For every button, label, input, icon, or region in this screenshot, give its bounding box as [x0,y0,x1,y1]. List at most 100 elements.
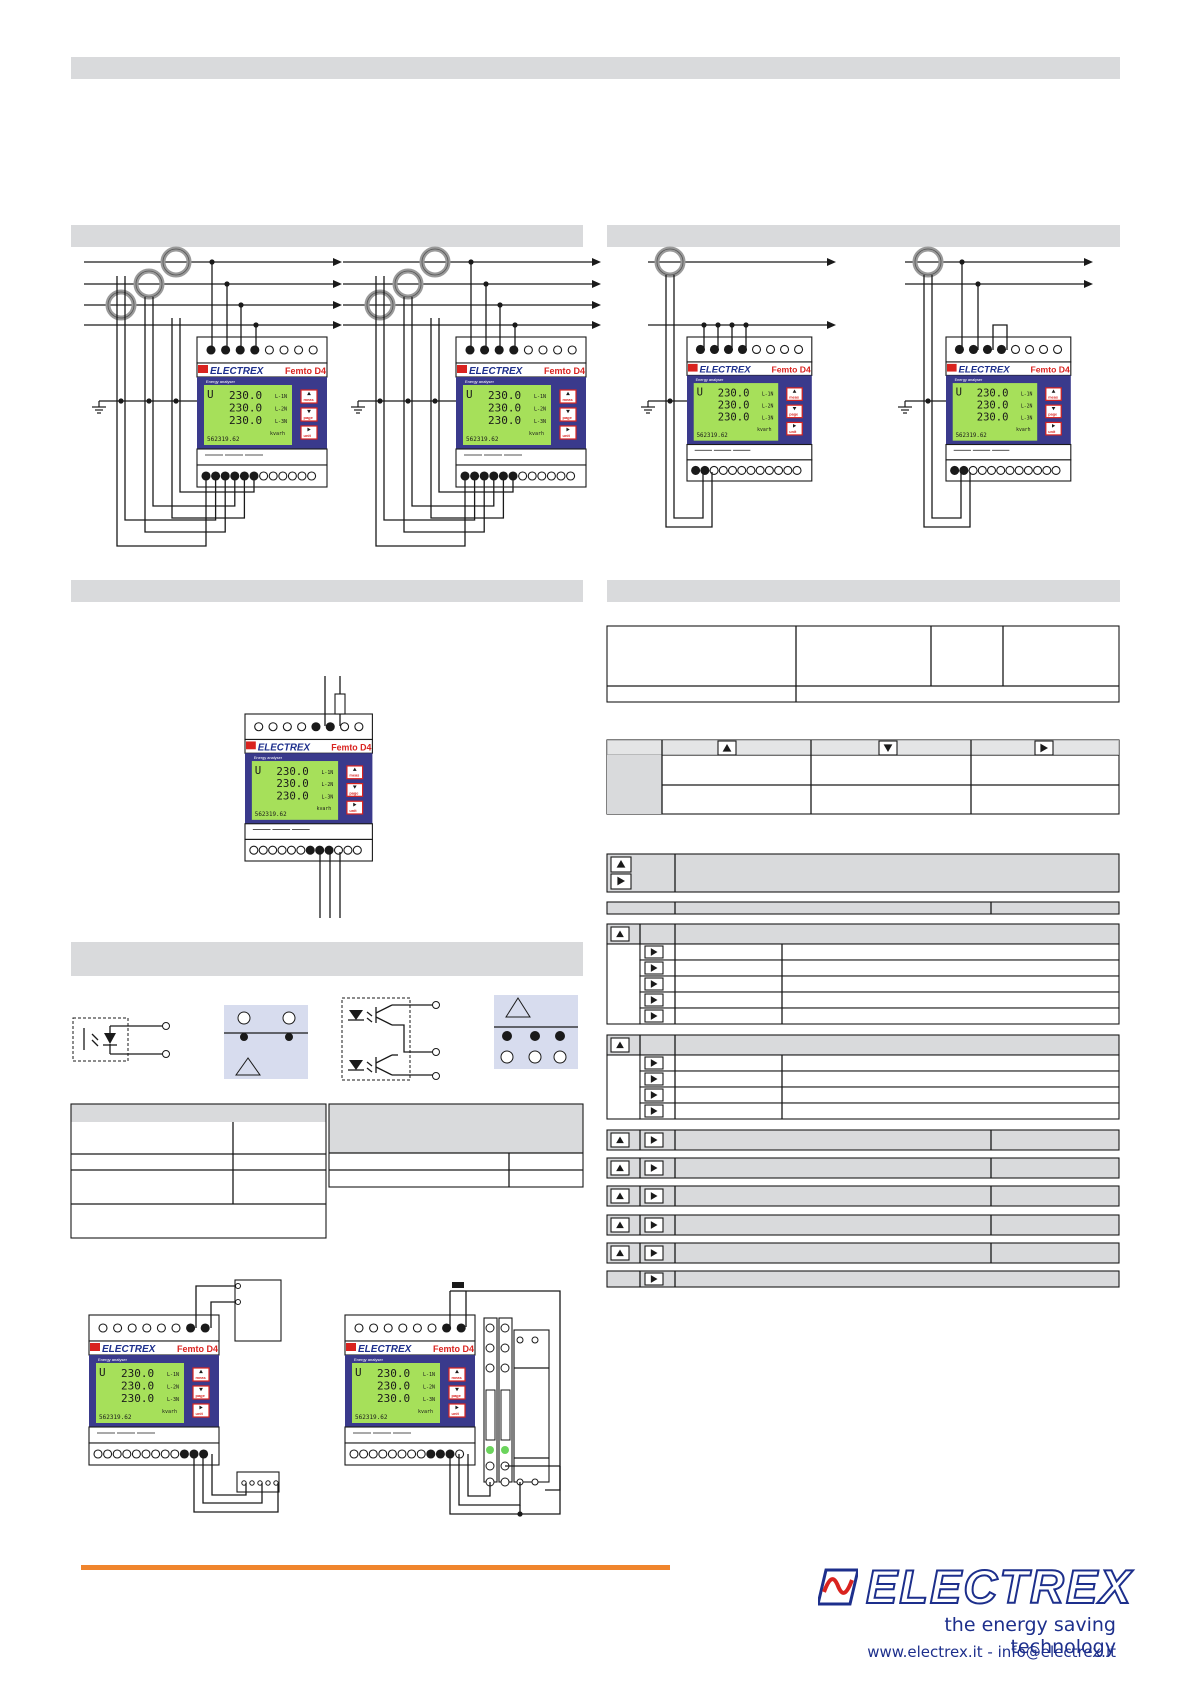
device-bottom-terminal [131,1449,141,1459]
bus-wire [193,1454,279,1513]
junction-dot [517,1511,523,1517]
device-top-terminal [480,345,490,355]
device-logo-icon [90,1343,100,1351]
relay-terminal [235,1283,241,1289]
up-arrow-icon [616,1136,624,1144]
device-brand-name: ELECTREX [210,366,265,377]
lcd-value: 230.0 [229,414,262,427]
lcd-value: 230.0 [121,1392,154,1405]
device-bottom-terminal [700,465,710,475]
lcd-value: 230.0 [488,389,521,402]
device-top-terminal [250,345,260,355]
menu-row-box [639,959,1120,977]
current-transformer-ring [914,248,942,276]
ct-wire [931,275,962,519]
menu-row-box [606,901,1120,915]
device-lower-body [455,448,587,466]
lcd-counter: 562319.62 [697,433,728,439]
device-top-terminal [254,722,264,732]
device-logo-icon [346,1343,356,1351]
electrex-logo-icon [818,1568,858,1606]
junction-dot [238,302,244,308]
device-bottom-terminal [141,1449,151,1459]
right-arrow-icon [650,964,658,972]
right-arrow-icon [650,1136,658,1144]
up-arrow-icon [616,930,624,938]
relay-terminal [235,1299,241,1305]
device-bottom-terminal [527,471,537,481]
arrow-icon [592,301,601,309]
lcd-phase-label: L-2N [321,782,333,788]
bus-wire [467,1454,491,1497]
lcd-phase-label: L-2N [167,1385,179,1391]
section-bar-output [71,580,583,602]
device-top-terminal [1010,344,1021,355]
device-bottom-terminal [792,465,802,475]
device-bottom-terminal [1042,465,1052,475]
lcd-symbol: U [99,1366,106,1379]
junction-dot [468,259,474,265]
menu-item-box [606,1129,1120,1151]
ground-icon [92,401,106,414]
down-arrow-icon [352,785,357,789]
arrow-icon [1084,280,1093,288]
device-bottom-terminal [755,465,765,475]
device-lower-body [88,1426,220,1444]
lcd-phase-label: L-3N [762,416,774,422]
device-top-terminal [294,345,304,355]
right-arrow-icon [199,1405,203,1410]
right-arrow-icon [307,427,311,432]
lcd-symbol: U [255,764,261,777]
device-bottom-terminal [170,1449,180,1459]
device-bottom-terminal [179,1449,189,1459]
device-bottom-terminal [368,1449,378,1459]
menu-row-box [639,1070,1120,1088]
module-terminal [485,1343,495,1353]
device-bottom-terminal [397,1449,407,1459]
lcd-phase-label: L-2N [275,407,287,413]
top-header-bar [71,57,1120,79]
menu-side-box [606,943,641,1025]
output-terminal [432,1072,440,1080]
module-window [500,1389,511,1441]
junction-dot [715,322,721,328]
lcd-value: 230.0 [229,389,262,402]
menu-row-box [639,1102,1120,1120]
transistor-wire [375,1004,393,1014]
spec-table-2-header [329,1104,583,1153]
arrow-icon [592,258,601,266]
device-bottom-terminal [977,465,987,475]
output-terminal [432,1001,440,1009]
device-bottom-terminal [297,471,307,481]
device-top-block [344,1314,476,1342]
device-key-label: unit [1048,430,1056,434]
device-key-label: unit [349,808,357,813]
ground-icon [641,401,655,414]
device-top-terminal [442,1323,452,1333]
terminal [553,1050,567,1064]
device-key-label: page [304,415,314,420]
device-bottom-terminal [546,471,556,481]
led-icon [349,1060,363,1070]
lcd-value: 230.0 [276,789,308,802]
lcd-counter: 562319.62 [255,812,287,818]
device-bottom-terminal [537,471,547,481]
menu-item-row [607,1215,1119,1235]
device-model-name: Femto D4 [433,1344,474,1354]
warning-triangle-icon [505,997,531,1018]
menu-item-box [606,1157,1120,1179]
lcd-phase-label: L-1N [167,1372,179,1378]
input-terminal [162,1022,170,1030]
device-bottom-terminal [416,1449,426,1459]
opto-box [72,1017,129,1062]
lcd-value: 230.0 [229,402,262,415]
device-bottom-terminal [709,465,719,475]
menu-row-box [639,1086,1120,1104]
ct-wire [403,297,485,533]
device-key-label: unit [452,1411,460,1416]
control-wire [466,1290,561,1491]
device-bottom-terminal [774,465,784,475]
device-top-terminal [98,1323,108,1333]
terminal-filled [555,1031,565,1041]
device-bottom-terminal [333,845,344,855]
